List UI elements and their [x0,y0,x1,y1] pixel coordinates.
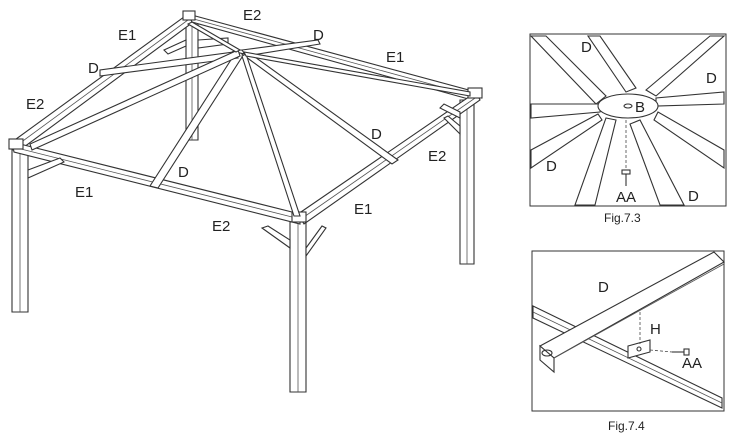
post-front [289,221,307,393]
label-d-front: D [178,164,189,181]
label-e2-left: E2 [26,96,44,113]
fig-7-3-hub-detail: D D B D AA D Fig.7.3 [529,33,727,225]
fig-7-3-label-d-top-left: D [581,39,592,56]
fig-7-4-bracket-detail: D H AA Fig.7.4 [531,250,725,433]
fig-7-3-label-aa: AA [616,189,636,206]
label-e1-top-right: E1 [386,49,404,66]
label-e2-right: E2 [428,148,446,165]
label-d-top-right: D [313,27,324,44]
post-left [11,149,29,313]
label-e1-front-right: E1 [354,201,372,218]
fig-7-4-label-aa: AA [682,355,702,372]
fig-7-3-caption: Fig.7.3 [604,211,641,225]
label-d-right: D [371,126,382,143]
corner-cap-left [8,138,24,150]
fig-7-4-caption: Fig.7.4 [608,419,645,433]
label-d-left: D [88,60,99,77]
fig-7-4-rafter-d [539,251,725,374]
label-e2-front: E2 [212,218,230,235]
fig-7-4-label-h: H [650,321,661,338]
fig-7-4-guide-horizontal [649,349,673,353]
fig-7-3-hub-hole [623,103,633,109]
main-view-labels: E2 E1 D D E1 E2 D E2 D E1 E1 E2 [26,7,446,235]
fig-7-4-bolt-aa [672,348,690,356]
label-e2-top: E2 [243,7,261,24]
fig-7-3-labels: D D B D AA D [546,39,717,206]
fig-7-4-labels: D H AA [598,279,702,372]
gazebo-main-view: E2 E1 D D E1 E2 D E2 D E1 E1 E2 [8,7,483,393]
fig-7-3-label-d-top-right: D [706,70,717,87]
post-right [459,99,475,265]
label-e1-front-left: E1 [75,184,93,201]
corner-cap-back [182,10,196,21]
fig-7-4-label-d: D [598,279,609,296]
fig-7-3-label-d-bottom-left: D [546,158,557,175]
fig-7-3-bolt-aa [621,169,631,186]
fig-7-3-label-d-bottom-right: D [688,188,699,205]
fig-7-3-hub [597,93,659,119]
fig-7-3-rafters [529,35,726,206]
roof-rafters [29,21,471,217]
label-e1-top-left: E1 [118,27,136,44]
fig-7-4-bracket-h [627,339,651,359]
fig-7-3-label-b: B [635,99,645,116]
corner-braces [27,37,461,258]
